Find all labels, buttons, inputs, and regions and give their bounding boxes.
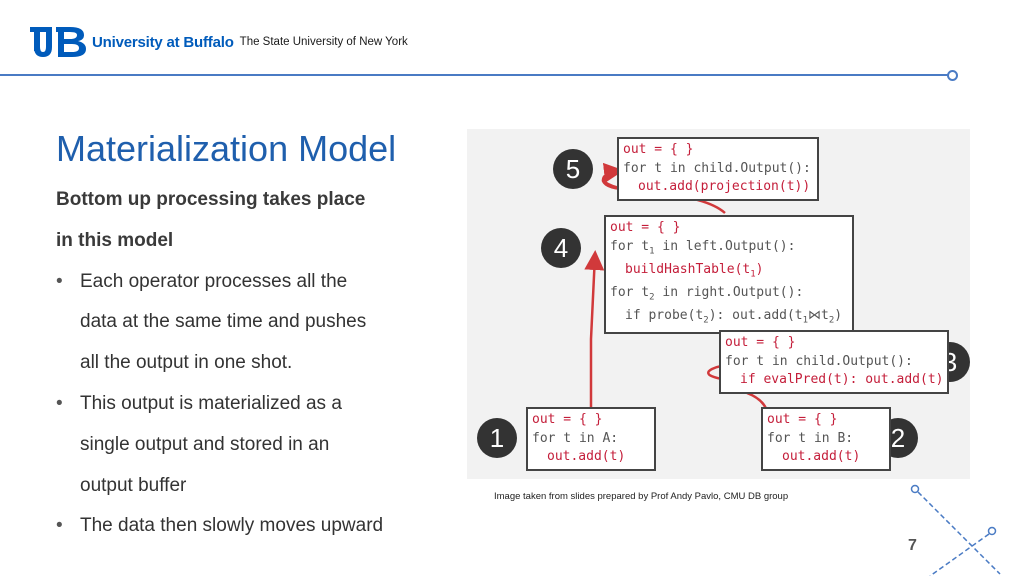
bullet-1-line-3: all the output in one shot.: [80, 352, 293, 374]
bullet-2-line-1: This output is materialized as a: [56, 384, 456, 425]
box5-line-3: out.add(projection(t)): [638, 179, 811, 194]
box4-line-3: buildHashTable(t1): [625, 261, 764, 280]
box2-line-2: for t in B:: [767, 430, 854, 446]
page-number: 7: [908, 537, 917, 554]
bullet-1-line-1: Each operator processes all the: [56, 262, 456, 303]
operator-box-3: out = { } for t in child.Output(): if ev…: [719, 330, 949, 394]
slide-title: Materialization Model: [56, 128, 397, 169]
slide-body: Bottom up processing takes place in this…: [56, 180, 456, 547]
operator-box-5: out = { } for t in child.Output(): out.a…: [617, 137, 819, 201]
box1-line-2: for t in A:: [532, 430, 619, 446]
box3-line-3: if evalPred(t): out.add(t): [740, 372, 944, 387]
query-plan-figure: 5 4 3 1 2 out = { } for t in child.Outpu…: [467, 129, 970, 479]
step-4-badge: 4: [541, 228, 581, 268]
decorative-lines: [910, 484, 1001, 576]
bullet-2-line-3: output buffer: [80, 474, 187, 496]
bullet-1-line-2: data at the same time and pushes: [80, 311, 367, 333]
box5-line-2: for t in child.Output():: [623, 160, 811, 176]
intro-line-2: in this model: [56, 229, 174, 251]
box1-line-3: out.add(t): [547, 449, 626, 464]
bullet-2-line-2: single output and stored in an: [80, 433, 330, 455]
box2-line-1: out = { }: [767, 412, 838, 427]
box4-line-2: for t1 in left.Output():: [610, 238, 796, 257]
brand-name: University at Buffalo: [92, 33, 234, 51]
header: University at Buffalo The State Universi…: [30, 25, 408, 59]
intro-line-1: Bottom up processing takes place: [56, 189, 366, 210]
box4-line-4: for t2 in right.Output():: [610, 284, 804, 303]
box4-line-1: out = { }: [610, 220, 681, 235]
box1-line-1: out = { }: [532, 412, 603, 427]
step-1-badge: 1: [477, 418, 517, 458]
brand-subtitle: The State University of New York: [239, 36, 408, 48]
operator-box-2: out = { } for t in B: out.add(t): [761, 407, 891, 471]
header-rule: [0, 74, 955, 76]
ub-logo-icon: [30, 27, 86, 57]
box5-line-1: out = { }: [623, 142, 694, 157]
box3-line-1: out = { }: [725, 335, 796, 350]
box4-line-5: if probe(t2): out.add(t1⋈t2): [625, 307, 843, 326]
bullet-3-line-1: The data then slowly moves upward: [56, 506, 456, 547]
operator-box-4: out = { } for t1 in left.Output(): build…: [604, 215, 854, 334]
figure-caption: Image taken from slides prepared by Prof…: [494, 491, 789, 502]
step-5-badge: 5: [553, 149, 593, 189]
box3-line-2: for t in child.Output():: [725, 353, 913, 369]
operator-box-1: out = { } for t in A: out.add(t): [526, 407, 656, 471]
arrow-1-to-4: [584, 250, 605, 411]
box2-line-3: out.add(t): [782, 449, 861, 464]
header-rule-end: [947, 70, 958, 81]
